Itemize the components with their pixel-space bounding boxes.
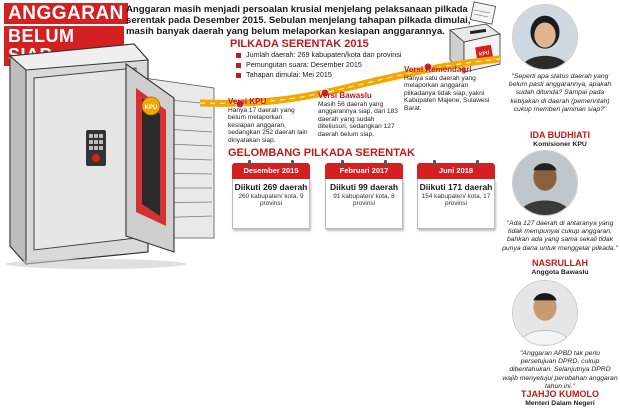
versi-title: Versi Kemendagri [404,65,472,74]
versi-kpu: Versi KPU Hanya 17 daerah yang belum mel… [228,98,310,145]
kpu-badge-text: KPU [145,105,158,111]
quote-tjahjo: "Anggaran APBD tak perlu persetujuan DPR… [502,350,618,390]
calendar-date: Juni 2018 [417,160,495,179]
calendar-detail: 154 kabupaten/ kota, 17 provinsi [421,193,491,207]
calendar-date: Februari 2017 [325,160,403,179]
calendar-card: Juni 2018 Diikuti 171 daerah 154 kabupat… [417,160,495,229]
calendar-main: Diikuti 99 daerah [329,182,399,192]
name-nasrullah: NASRULLAH [532,258,588,268]
versi-bawaslu: Versi Bawaslu Masih 56 daerah yang angga… [318,92,398,139]
pilkada-title: PILKADA SERENTAK 2015 [230,38,369,50]
calendar-detail: 260 kabupaten/ kota, 9 provinsi [238,193,304,207]
portrait-nasrullah [512,150,578,216]
pilkada-bullet: Jumlah daerah: 269 kabupaten/kota dan pr… [236,50,401,60]
versi-title: Versi KPU [228,97,267,106]
quote-nasrullah: "Ada 127 daerah di antaranya yang tidak … [502,220,618,252]
pilkada-bullet: Pemungutan suara: Desember 2015 [236,60,401,70]
calendar-detail: 91 kabupaten/ kota, 8 provinsi [333,193,395,207]
calendar-card: Desember 2015 Diikuti 269 daerah 260 kab… [232,160,310,229]
portrait-ida-budhiati [512,4,578,70]
intro-text: Anggaran masih menjadi persoalan krusial… [126,4,471,37]
name-tjahjo: TJAHJO KUMOLO [520,389,599,399]
versi-title: Versi Bawaslu [318,91,372,100]
svg-text:KPU: KPU [479,50,491,58]
role-nasrullah: Anggota Bawaslu [531,269,589,276]
gelombang-title: GELOMBANG PILKADA SERENTAK [228,147,415,159]
title-line-1: ANGGARAN [4,3,128,24]
pilkada-bullet: Tahapan dimulai: Mei 2015 [236,70,401,80]
calendar-card: Februari 2017 Diikuti 99 daerah 91 kabup… [325,160,403,229]
quote-ida: "Seperti apa status daerah yang belum pa… [508,73,612,113]
portrait-tjahjo-kumolo [512,280,578,346]
role-tjahjo: Menteri Dalam Negeri [525,400,595,407]
calendar-date: Desember 2015 [232,160,310,179]
pilkada-bullets: Jumlah daerah: 269 kabupaten/kota dan pr… [236,50,401,80]
calendar-main: Diikuti 171 daerah [419,182,493,192]
calendar-main: Diikuti 269 daerah [234,182,308,192]
versi-text: Masih 56 daerah yang anggarannya siap, d… [318,100,398,138]
safe-illustration: KPU [6,43,215,269]
role-ida: Komisioner KPU [533,141,587,148]
versi-text: Hanya 17 daerah yang belum melaporkan ke… [228,106,308,144]
road-path [200,55,500,109]
versi-text: Hanya satu daerah yang melaporkan anggar… [404,74,490,112]
name-ida: IDA BUDHIATI [530,130,590,140]
versi-kemendagri: Versi Kemendagri Hanya satu daerah yang … [404,66,496,113]
